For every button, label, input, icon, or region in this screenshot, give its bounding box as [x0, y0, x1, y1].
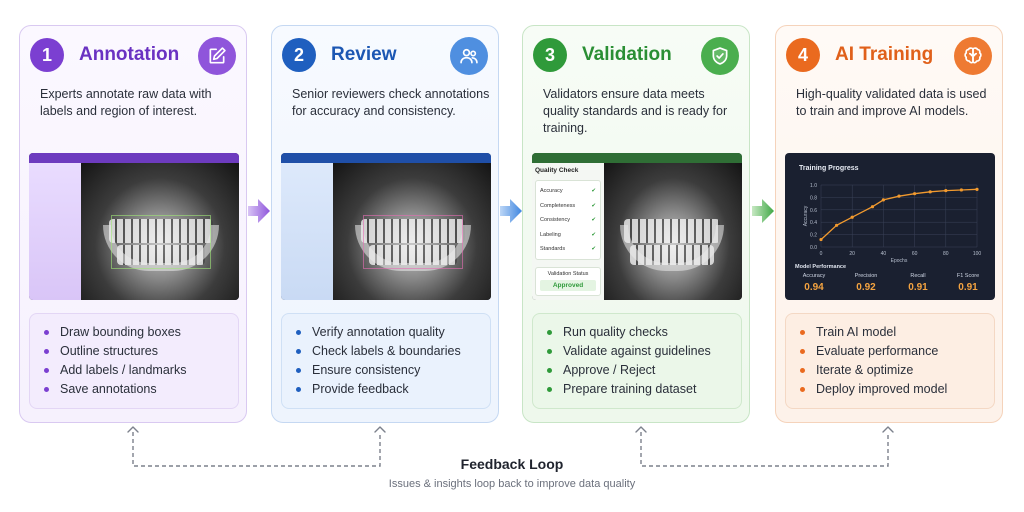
- data-point: [897, 194, 901, 198]
- x-tick-label: 20: [849, 251, 855, 257]
- y-tick-label: 0.0: [810, 245, 817, 251]
- stage-title: Validation: [582, 44, 672, 65]
- validation-screenshot: Quality Check Accuracy✔ Completeness✔ Co…: [532, 153, 742, 300]
- users-icon: [450, 37, 488, 75]
- list-item: Outline structures: [44, 342, 238, 361]
- list-item: Save annotations: [44, 380, 238, 399]
- chart-title: Training Progress: [799, 165, 859, 172]
- data-point: [959, 188, 963, 192]
- metrics-title: Model Performance: [795, 264, 847, 270]
- x-axis-label: Epochs: [891, 258, 908, 263]
- metric: Accuracy 0.94: [802, 273, 826, 293]
- x-tick-label: 0: [820, 251, 823, 257]
- edit-icon: [198, 37, 236, 75]
- shield-check-icon: [701, 37, 739, 75]
- status-badge: Approved: [540, 280, 596, 291]
- list-item: Evaluate performance: [800, 342, 994, 361]
- arrow-right-icon: [752, 199, 774, 223]
- data-point: [870, 205, 875, 209]
- y-tick-label: 0.6: [810, 208, 817, 214]
- check-row: Labeling✔: [540, 231, 596, 238]
- list-item: Verify annotation quality: [296, 323, 490, 342]
- data-point: [835, 223, 839, 227]
- list-item: Train AI model: [800, 323, 994, 342]
- check-row: Standards✔: [540, 246, 596, 252]
- list-item: Prepare training dataset: [547, 380, 741, 399]
- data-point: [850, 215, 854, 219]
- data-point: [928, 190, 932, 194]
- step-number: 2: [282, 38, 316, 72]
- stage-title: Review: [331, 44, 397, 65]
- y-axis-label: Accuracy: [803, 205, 809, 226]
- annotation-screenshot: [29, 153, 239, 300]
- stage-description: Experts annotate raw data with labels an…: [40, 87, 212, 118]
- data-point: [819, 237, 823, 242]
- list-item: Check labels & boundaries: [296, 342, 490, 361]
- stage-title: AI Training: [835, 44, 934, 65]
- check-row: Accuracy✔: [540, 188, 596, 194]
- list-item: Ensure consistency: [296, 361, 490, 380]
- stage-ai-training: 4 AI Training High-quality validated dat…: [775, 25, 1003, 423]
- training-dashboard: Training Progress 0.0 0.2 0.4 0.6 0.8 1.0 0 20 4…: [785, 153, 995, 300]
- data-point: [881, 198, 885, 202]
- feedback-loop-subtitle: Issues & insights loop back to improve d…: [388, 478, 636, 490]
- data-point: [913, 192, 917, 196]
- data-point: [944, 188, 948, 193]
- y-tick-label: 0.2: [810, 233, 817, 239]
- panel-title: Quality Check: [535, 167, 579, 174]
- list-item: Provide feedback: [296, 380, 490, 399]
- step-number: 1: [30, 38, 64, 72]
- y-tick-label: 1.0: [810, 183, 817, 189]
- metric: F1 Score 0.91: [956, 273, 980, 293]
- list-item: Iterate & optimize: [800, 361, 994, 380]
- feedback-loop-title: Feedback Loop: [460, 456, 564, 472]
- task-list: Run quality checks Validate against guid…: [532, 313, 742, 409]
- arrow-right-icon: [248, 199, 270, 223]
- x-tick-label: 40: [881, 251, 887, 257]
- stage-title: Annotation: [79, 44, 180, 65]
- stage-description: Senior reviewers check annotations for a…: [292, 87, 490, 118]
- check-row: Consistency✔: [540, 217, 596, 223]
- task-list: Train AI model Evaluate performance Iter…: [785, 313, 995, 409]
- stage-validation: 3 Validation Validators ensure data meet…: [522, 25, 750, 423]
- list-item: Validate against guidelines: [547, 342, 741, 361]
- validation-status: Validation Status Approved: [535, 267, 601, 296]
- x-tick-label: 100: [973, 251, 982, 257]
- arrow-right-icon: [500, 199, 522, 223]
- review-screenshot: [281, 153, 491, 300]
- stage-description: High-quality validated data is used to t…: [796, 87, 987, 118]
- list-item: Draw bounding boxes: [44, 323, 238, 342]
- stage-header: 1 Annotation: [30, 37, 236, 76]
- task-list: Verify annotation quality Check labels &…: [281, 313, 491, 409]
- stage-annotation: 1 Annotation Experts annotate raw data w…: [19, 25, 247, 423]
- check-row: Completeness✔: [540, 202, 596, 209]
- list-item: Run quality checks: [547, 323, 741, 342]
- list-item: Deploy improved model: [800, 380, 994, 399]
- stage-header: 2 Review: [282, 37, 488, 76]
- x-tick-label: 80: [943, 251, 949, 257]
- data-point: [975, 187, 979, 191]
- task-list: Draw bounding boxes Outline structures A…: [29, 313, 239, 409]
- stage-header: 4 AI Training: [786, 37, 992, 76]
- metric: Recall 0.91: [908, 273, 928, 293]
- stage-description: Validators ensure data meets quality sta…: [543, 87, 728, 135]
- step-number: 4: [786, 38, 820, 72]
- metric: Precision 0.92: [854, 273, 878, 293]
- brain-icon: [954, 37, 992, 75]
- quality-check-panel: Quality Check Accuracy✔ Completeness✔ Co…: [535, 167, 601, 263]
- y-tick-label: 0.8: [810, 195, 817, 201]
- stage-header: 3 Validation: [533, 37, 739, 76]
- list-item: Approve / Reject: [547, 361, 741, 380]
- list-item: Add labels / landmarks: [44, 361, 238, 380]
- stage-review: 2 Review Senior reviewers check annotati…: [271, 25, 499, 423]
- step-number: 3: [533, 38, 567, 72]
- x-tick-label: 60: [912, 251, 918, 257]
- y-tick-label: 0.4: [810, 220, 817, 226]
